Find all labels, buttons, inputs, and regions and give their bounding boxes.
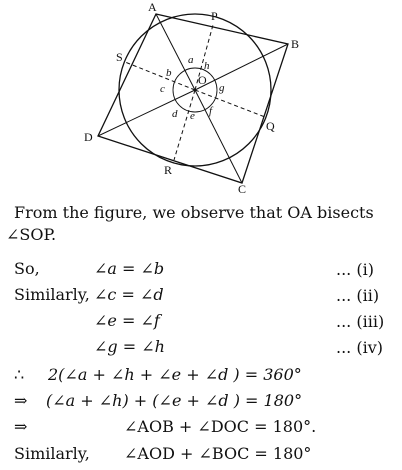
geometry-figure: A B C D P Q R S O a h b c g d e f <box>84 0 299 195</box>
label-d: D <box>84 130 93 144</box>
segment-oa <box>155 13 196 91</box>
label-p: P <box>211 9 218 23</box>
label-similarly-2: Similarly, <box>14 444 90 463</box>
label-s: S <box>116 50 123 64</box>
angle-label-b: b <box>166 67 172 79</box>
equation-aod-boc: ∠AOD + ∠BOC = 180° <box>124 444 312 463</box>
angle-arc-circle <box>172 67 218 113</box>
angle-label-e: e <box>190 110 195 122</box>
ref-iv: ... (iv) <box>336 338 383 357</box>
implies-symbol-2: ⇒ <box>14 417 28 436</box>
label-similarly-1: Similarly, <box>14 285 90 304</box>
intro-line-2: ∠SOP. <box>6 225 57 244</box>
segment-oc <box>194 89 243 184</box>
label-c: C <box>238 182 246 195</box>
segment-od <box>97 89 196 137</box>
label-o: O <box>198 73 207 87</box>
ref-ii: ... (ii) <box>336 286 380 305</box>
ref-iii: ... (iii) <box>336 312 385 331</box>
radius-op <box>194 24 214 91</box>
equation-sum-360: 2(∠a + ∠h + ∠e + ∠d ) = 360° <box>48 365 302 384</box>
label-b: B <box>291 37 299 51</box>
incircle <box>118 13 272 167</box>
equation-aob-doc: ∠AOB + ∠DOC = 180°. <box>124 417 317 436</box>
radius-or <box>173 89 196 161</box>
angle-label-f: f <box>209 105 214 117</box>
equation-iv: ∠g = ∠h <box>94 337 165 356</box>
implies-symbol-1: ⇒ <box>14 391 28 410</box>
angle-label-d: d <box>172 108 178 120</box>
equation-iii: ∠e = ∠f <box>94 311 160 330</box>
equation-i: ∠a = ∠b <box>94 259 165 278</box>
therefore-symbol: ∴ <box>14 365 25 384</box>
segment-ob <box>194 43 289 91</box>
angle-label-h: h <box>204 60 210 72</box>
radius-os <box>124 61 196 91</box>
angle-label-c: c <box>160 83 165 95</box>
label-r: R <box>164 163 172 177</box>
angle-label-g: g <box>219 82 225 94</box>
label-a: A <box>148 0 157 14</box>
equation-sum-180: (∠a + ∠h) + (∠e + ∠d ) = 180° <box>46 391 303 410</box>
ref-i: ... (i) <box>336 260 374 279</box>
equation-ii: ∠c = ∠d <box>94 285 164 304</box>
angle-label-a: a <box>188 54 194 66</box>
intro-line-1: From the figure, we observe that OA bise… <box>14 203 374 222</box>
radius-oq <box>194 89 266 118</box>
label-so: So, <box>14 259 40 278</box>
label-q: Q <box>266 119 275 133</box>
quadrilateral-abcd <box>97 13 289 184</box>
